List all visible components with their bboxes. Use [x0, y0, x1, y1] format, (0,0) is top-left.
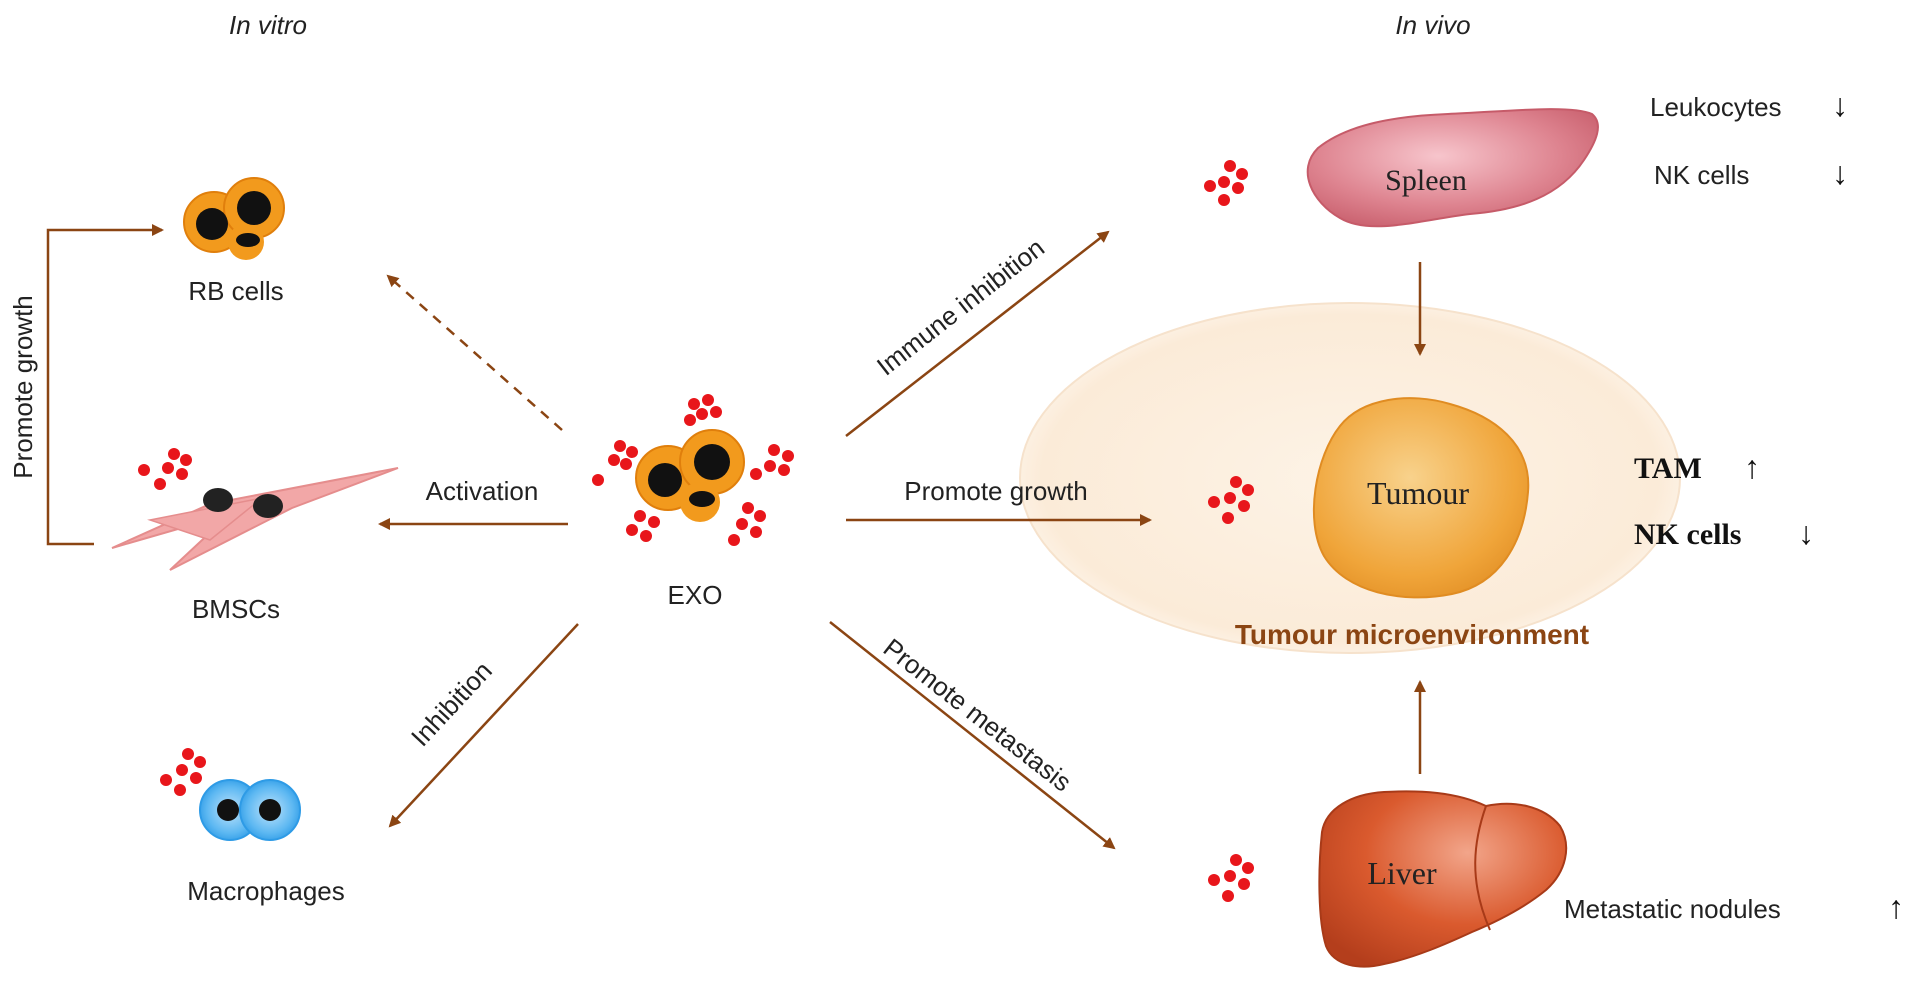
- tumour-label: Tumour: [1367, 475, 1469, 511]
- metastatic-nodules-label: Metastatic nodules: [1564, 894, 1781, 924]
- tumour-nk-cells-down-arrow: ↓: [1798, 515, 1814, 551]
- immune-inhibition-label: Immune inhibition: [871, 232, 1050, 381]
- rb-cells-label: RB cells: [188, 276, 283, 306]
- liver-label: Liver: [1367, 855, 1437, 891]
- tam-label: TAM: [1634, 452, 1702, 485]
- macrophages-label: Macrophages: [187, 876, 345, 906]
- promote-growth-loop-label: Promote growth: [8, 295, 38, 479]
- bmscs-exosome-dots-icon: [138, 448, 192, 490]
- spleen-exosome-dots-icon: [1204, 160, 1248, 206]
- liver-icon: [1318, 790, 1568, 968]
- tumour-icon: [1312, 397, 1530, 599]
- liver-lobe-divider: [1474, 805, 1491, 931]
- rb-cells-icon: [183, 177, 285, 260]
- spleen-icon: [1306, 108, 1599, 228]
- leukocytes-label: Leukocytes: [1650, 92, 1782, 122]
- promote-metastasis-label: Promote metastasis: [878, 632, 1078, 797]
- inhibition-label: Inhibition: [405, 656, 498, 753]
- tumour-exosome-dots-icon: [1208, 476, 1254, 524]
- macrophages-icon: [199, 779, 301, 841]
- liver-exosome-dots-icon: [1208, 854, 1254, 902]
- metastatic-nodules-up-arrow: ↑: [1888, 889, 1904, 925]
- promote-growth-label: Promote growth: [904, 476, 1088, 506]
- tumour-nk-cells-label: NK cells: [1634, 518, 1741, 551]
- activation-label: Activation: [426, 476, 539, 506]
- bmscs-icon: [111, 467, 399, 571]
- in-vitro-title: In vitro: [229, 10, 307, 40]
- spleen-nk-cells-down-arrow: ↓: [1832, 155, 1848, 191]
- immune-inhibition-arrow: [845, 230, 1110, 437]
- exo-cell-icon: [635, 429, 745, 522]
- in-vivo-title: In vivo: [1395, 10, 1470, 40]
- microenvironment-label: Tumour microenvironment: [1235, 619, 1589, 650]
- exo-label: EXO: [668, 580, 723, 610]
- bmscs-label: BMSCs: [192, 594, 280, 624]
- leukocytes-down-arrow: ↓: [1832, 87, 1848, 123]
- exosome-dots-icon: [592, 394, 794, 546]
- promote-growth-loop-arrow: [46, 224, 164, 546]
- spleen-label: Spleen: [1385, 164, 1467, 197]
- promote-metastasis-arrow: [829, 621, 1116, 850]
- exo-to-rb-cells-dashed-arrow: [386, 274, 563, 431]
- spleen-nk-cells-label: NK cells: [1654, 160, 1749, 190]
- inhibition-arrow: [388, 623, 579, 828]
- macrophages-exosome-dots-icon: [160, 748, 206, 796]
- tam-up-arrow: ↑: [1744, 449, 1760, 485]
